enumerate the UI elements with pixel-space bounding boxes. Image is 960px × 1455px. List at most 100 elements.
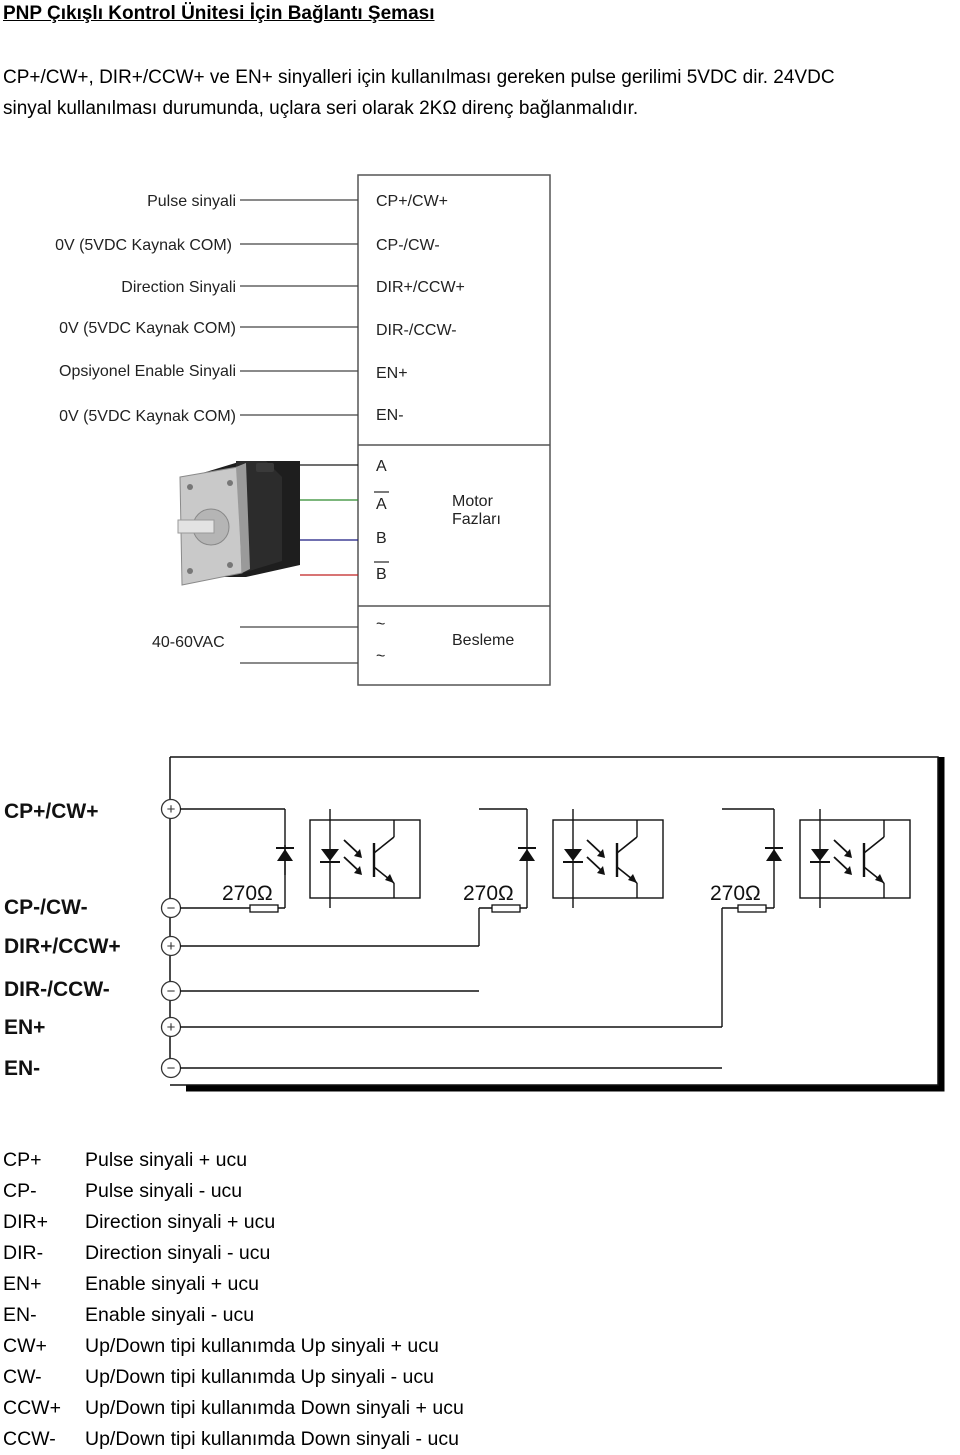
legend-text: Pulse sinyali - ucu [85, 1180, 243, 1202]
circuit-label-en-plus: EN+ [4, 1016, 45, 1039]
legend-code: DIR+ [3, 1211, 48, 1233]
legend-text: Pulse sinyali + ucu [85, 1149, 248, 1171]
legend-row: CCW- Up/Down tipi kullanımda Down sinyali… [3, 1424, 464, 1455]
resistor-label-2: 270Ω [463, 882, 514, 905]
frame-shadow [186, 757, 945, 1092]
circuit-label-dir-minus: DIR-/CCW- [4, 978, 110, 1001]
terminal-label-en-plus: EN+ [376, 365, 408, 382]
resistor-icon [249, 904, 279, 913]
terminal-symbol-2: − [167, 900, 176, 917]
legend-code: CW- [3, 1366, 42, 1388]
protection-diode-icon [519, 849, 535, 861]
circuit-label-dir-plus: DIR+/CCW+ [4, 935, 121, 958]
legend-text: Enable sinyali + ucu [85, 1273, 259, 1295]
intro-paragraph: CP+/CW+, DIR+/CCW+ ve EN+ sinyalleri içi… [3, 62, 958, 124]
wiring-diagram: Pulse sinyali 0V (5VDC Kaynak COM) Direc… [55, 174, 551, 686]
light-arrow-head [597, 866, 605, 875]
legend-row: CP- Pulse sinyali - ucu [3, 1176, 464, 1207]
protection-diode-icon [277, 849, 293, 861]
page-title: PNP Çıkışlı Kontrol Ünitesi İçin Bağlant… [3, 3, 435, 24]
light-arrow-head [354, 849, 362, 858]
signal-wires [240, 199, 358, 416]
signal-legend: CP+ Pulse sinyali + ucu CP- Pulse sinyali … [3, 1145, 464, 1455]
signal-label-pulse: Pulse sinyali [147, 193, 236, 210]
phase-label-a-bar: A [376, 496, 387, 513]
terminal-symbol-1: + [167, 801, 176, 818]
power-section-label: Besleme [452, 632, 514, 649]
phase-wires [300, 464, 358, 576]
terminal-symbol-5: + [167, 1019, 176, 1036]
transistor-collector [863, 836, 885, 854]
emitter-arrow-icon [875, 874, 884, 883]
circuit-label-cp-minus: CP-/CW- [4, 896, 88, 919]
optocoupler-cell-1 [180, 808, 421, 909]
protection-diode-icon [766, 849, 782, 861]
phase-label-a: A [376, 458, 387, 475]
light-arrow-head [844, 866, 852, 875]
legend-text: Up/Down tipi kullanımda Up sinyali - ucu [85, 1366, 434, 1388]
circuit-diagram: CP+/CW+ CP-/CW- DIR+/CCW+ DIR-/CCW- EN+ … [4, 756, 945, 1092]
motor-section-label-2: Fazları [452, 511, 501, 528]
emitter-arrow-icon [628, 874, 637, 883]
circuit-label-cp-plus: CP+/CW+ [4, 800, 99, 823]
frame [170, 756, 939, 1086]
led-icon [321, 849, 339, 861]
signal-label-enable: Opsiyonel Enable Sinyali [59, 363, 236, 380]
led-icon [811, 849, 829, 861]
signal-label-0v-3: 0V (5VDC Kaynak COM) [59, 408, 236, 425]
legend-code: CCW+ [3, 1397, 61, 1419]
resistor-icon [737, 904, 767, 913]
legend-text: Direction sinyali + ucu [85, 1211, 276, 1233]
power-terminal-2: ~ [376, 648, 385, 665]
resistor-label-3: 270Ω [710, 882, 761, 905]
stepper-motor-image [177, 461, 300, 586]
legend-text: Up/Down tipi kullanımda Down sinyali - u… [85, 1428, 459, 1450]
power-terminal-1: ~ [376, 616, 385, 633]
terminal-label-dir-plus: DIR+/CCW+ [376, 279, 465, 296]
legend-code: DIR- [3, 1242, 44, 1264]
legend-row: CW+ Up/Down tipi kullanımda Up sinyali + … [3, 1331, 464, 1362]
legend-row: EN+ Enable sinyali + ucu [3, 1269, 464, 1300]
terminal-label-cp-plus: CP+/CW+ [376, 193, 448, 210]
terminal-label-en-minus: EN- [376, 407, 404, 424]
driver-box [357, 174, 551, 686]
phase-label-b-bar: B [376, 566, 387, 583]
signal-label-direction: Direction Sinyali [121, 279, 236, 296]
terminal-symbol-3: + [167, 938, 176, 955]
optocoupler-cell-3 [180, 808, 911, 1069]
legend-text: Up/Down tipi kullanımda Down sinyali + u… [85, 1397, 464, 1419]
legend-text: Enable sinyali - ucu [85, 1304, 255, 1326]
signal-label-0v-2: 0V (5VDC Kaynak COM) [59, 320, 236, 337]
legend-row: CP+ Pulse sinyali + ucu [3, 1145, 464, 1176]
resistor-label-1: 270Ω [222, 882, 273, 905]
legend-code: CW+ [3, 1335, 47, 1357]
legend-row: CCW+ Up/Down tipi kullanımda Down sinyali… [3, 1393, 464, 1424]
terminal-symbol-4: − [167, 983, 176, 1000]
terminal-label-cp-minus: CP-/CW- [376, 237, 440, 254]
signal-label-0v-1: 0V (5VDC Kaynak COM) [55, 237, 232, 254]
circuit-components [249, 820, 885, 913]
legend-text: Up/Down tipi kullanımda Up sinyali + ucu [85, 1335, 439, 1357]
legend-code: EN+ [3, 1273, 42, 1295]
light-arrow-head [597, 849, 605, 858]
legend-text: Direction sinyali - ucu [85, 1242, 271, 1264]
phase-label-b: B [376, 530, 387, 547]
power-input-label: 40-60VAC [152, 634, 225, 651]
legend-row: DIR+ Direction sinyali + ucu [3, 1207, 464, 1238]
resistor-icon [491, 904, 521, 913]
transistor-collector [616, 836, 638, 854]
terminal-symbol-6: − [167, 1060, 176, 1077]
legend-code: CP- [3, 1180, 37, 1202]
terminal-label-dir-minus: DIR-/CCW- [376, 322, 457, 339]
led-icon [564, 849, 582, 861]
circuit-label-en-minus: EN- [4, 1057, 40, 1080]
emitter-arrow-icon [385, 874, 394, 883]
motor-section-label-1: Motor [452, 493, 494, 510]
legend-code: CCW- [3, 1428, 56, 1450]
legend-row: EN-Enable sinyali - ucu [3, 1300, 464, 1331]
legend-row: CW- Up/Down tipi kullanımda Up sinyali - … [3, 1362, 464, 1393]
legend-code: CP+ [3, 1149, 42, 1171]
light-arrow-head [844, 849, 852, 858]
transistor-collector [373, 836, 395, 854]
intro-line-1: CP+/CW+, DIR+/CCW+ ve EN+ sinyalleri içi… [3, 67, 835, 88]
